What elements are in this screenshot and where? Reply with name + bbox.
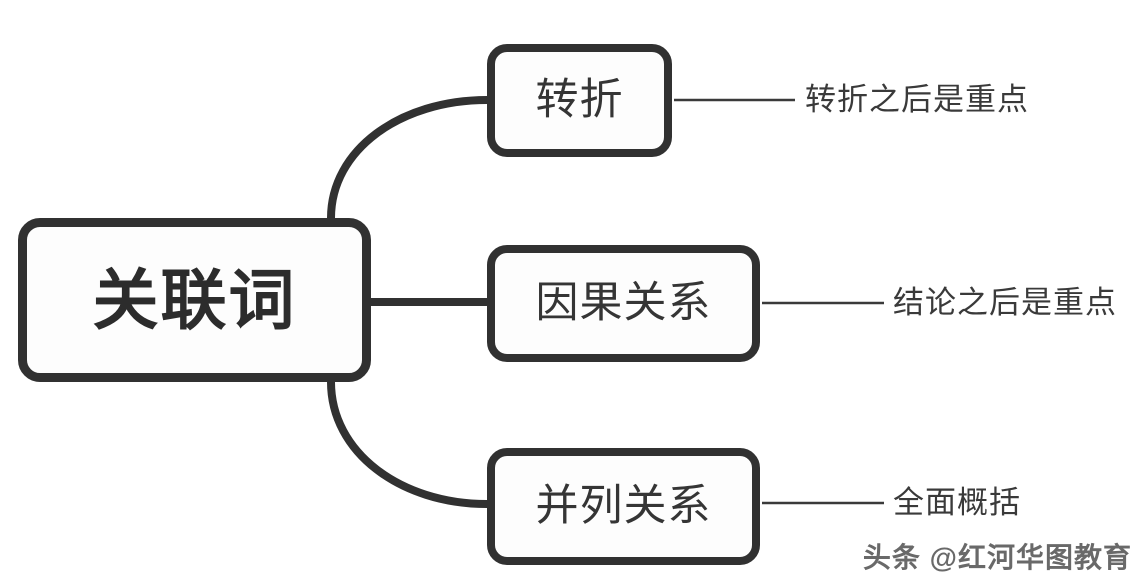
root-node[interactable]: 关联词 (18, 218, 371, 382)
branch-node-3-label: 并列关系 (535, 482, 712, 530)
leaf-label-3: 全面概括 (893, 485, 1021, 520)
branch-node-1-label: 转折 (535, 76, 624, 124)
branch-node-2-label: 因果关系 (535, 279, 712, 327)
leaf-label-1: 转折之后是重点 (805, 82, 1029, 117)
edge-root-to-branch-3 (327, 378, 491, 508)
branch-node-1[interactable]: 转折 (487, 44, 672, 157)
watermark: 头条 @红河华图教育 (862, 542, 1132, 573)
branch-node-2[interactable]: 因果关系 (487, 245, 760, 362)
edge-root-to-branch-1 (327, 96, 491, 222)
leaf-label-2: 结论之后是重点 (893, 285, 1117, 320)
branch-node-3[interactable]: 并列关系 (487, 448, 760, 565)
root-node-label: 关联词 (92, 263, 297, 337)
